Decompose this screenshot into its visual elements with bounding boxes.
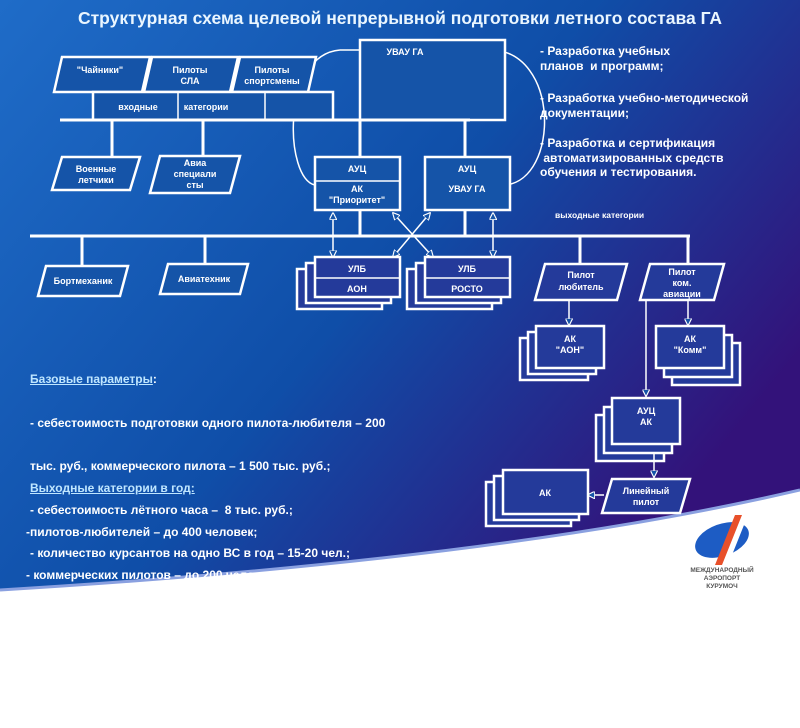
svg-text:Линейный: Линейный <box>623 486 669 496</box>
bullet-methodology: - Разработка учебно-методической докумен… <box>540 91 749 120</box>
svg-text:летчики: летчики <box>78 175 114 185</box>
svg-text:Бортмеханик: Бортмеханик <box>54 276 113 286</box>
label-line: Пилоты <box>255 65 290 75</box>
svg-text:АЭРОПОРТ: АЭРОПОРТ <box>704 575 740 582</box>
output-line: - бортмехаников – до 50 человек; <box>26 655 226 669</box>
svg-text:специали: специали <box>174 169 217 179</box>
base-param-line: - себестоимость подготовки одного пилота… <box>30 415 386 430</box>
svg-text:АУЦ: АУЦ <box>348 164 367 174</box>
output-line: - линейных пилотов – до 100 человек; <box>26 611 254 626</box>
colon: : <box>152 372 157 386</box>
svg-text:"Приоритет": "Приоритет" <box>329 195 385 205</box>
label-line: спортсмены <box>244 76 300 86</box>
svg-text:авиации: авиации <box>663 289 701 299</box>
svg-text:АК: АК <box>640 417 652 427</box>
output-categories-label: выходные категории <box>555 210 644 220</box>
svg-text:АК: АК <box>351 184 363 194</box>
svg-text:АУЦ: АУЦ <box>458 164 477 174</box>
background-curve <box>0 488 800 592</box>
slide-title: Структурная схема целевой непрерывной по… <box>78 8 722 28</box>
label-line: СЛА <box>180 76 200 86</box>
amateur-pilot: Пилот любитель <box>533 262 629 302</box>
output-line: - коммерческих пилотов – до 200 человек; <box>26 568 279 582</box>
svg-text:"АОН": "АОН" <box>556 345 584 355</box>
slide: Структурная схема целевой непрерывной по… <box>0 0 800 592</box>
exchange-arrows <box>333 213 493 257</box>
bullet-certification: - Разработка и сертификация автоматизиро… <box>540 136 724 179</box>
svg-text:АОН: АОН <box>347 284 367 294</box>
svg-text:Военные: Военные <box>76 164 117 174</box>
ulb-rosto: УЛБ РОСТО <box>405 255 512 311</box>
svg-text:КУРУМОЧ: КУРУМОЧ <box>706 583 738 590</box>
svg-text:АК: АК <box>539 488 551 498</box>
avia-specialists: Авиа специали сты <box>148 154 242 195</box>
airport-logo: МЕЖДУНАРОДНЫЙ АЭРОПОРТ КУРУМОЧ <box>690 515 754 590</box>
output-line: -пилотов-любителей – до 400 человек; <box>26 524 258 539</box>
label-line: Пилоты <box>173 65 208 75</box>
svg-text:пилот: пилот <box>633 497 660 507</box>
svg-text:Пилот: Пилот <box>668 267 696 277</box>
svg-text:Авиатехник: Авиатехник <box>178 274 231 284</box>
input-label-left: входные <box>118 102 158 112</box>
svg-text:любитель: любитель <box>558 282 604 292</box>
base-param-line: - себестоимость лётного часа – 8 тыс. ру… <box>30 502 293 517</box>
avia-technician: Авиатехник <box>158 262 250 296</box>
svg-text:МЕЖДУНАРОДНЫЙ: МЕЖДУНАРОДНЫЙ <box>690 565 754 574</box>
svg-text:Авиа: Авиа <box>184 158 208 168</box>
svg-text:Пилот: Пилот <box>567 270 595 280</box>
svg-text:"Чайники": "Чайники" <box>77 65 123 75</box>
svg-text:ком.: ком. <box>673 278 692 288</box>
svg-text:УЛБ: УЛБ <box>458 264 477 274</box>
ak-comm: АК "Комм" <box>654 324 742 387</box>
svg-text:АУЦ: АУЦ <box>637 406 656 416</box>
base-param-line: тыс. руб., коммерческого пилота – 1 500 … <box>30 459 331 473</box>
bullet-curricula: - Разработка учебных планов и программ; <box>540 44 671 73</box>
diagram: Структурная схема целевой непрерывной по… <box>0 0 800 592</box>
auc-uvau: АУЦ УВАУ ГА <box>423 155 512 212</box>
base-params: Базовые параметры: - себестоимость подго… <box>30 343 385 619</box>
svg-text:АК: АК <box>564 334 576 344</box>
auc-priority: АУЦ АК "Приоритет" <box>313 155 402 212</box>
svg-text:сты: сты <box>186 180 203 190</box>
input-label-right: категории <box>184 102 229 112</box>
ulb-aon: УЛБ АОН <box>295 255 402 311</box>
base-params-heading: Базовые параметры <box>30 372 153 386</box>
commercial-pilot: Пилот ком. авиации <box>638 262 726 302</box>
flight-engineer: Бортмеханик <box>36 264 130 298</box>
svg-text:УВАУ ГА: УВАУ ГА <box>449 184 486 194</box>
base-param-line: - количество курсантов на одно ВС в год … <box>30 546 350 560</box>
line-pilot: Линейный пилот <box>600 477 692 515</box>
military-pilots: Военные летчики <box>50 155 142 192</box>
output-line: - авиатехников – до 100 человек. <box>26 698 223 713</box>
svg-text:РОСТО: РОСТО <box>451 284 482 294</box>
svg-text:АК: АК <box>684 334 696 344</box>
svg-text:"Комм": "Комм" <box>674 345 707 355</box>
svg-text:УЛБ: УЛБ <box>348 264 367 274</box>
output-per-year-heading: Выходные категории в год: <box>30 481 195 495</box>
uvau-label: УВАУ ГА <box>387 47 424 57</box>
ak-aon: АК "АОН" <box>518 324 606 382</box>
output-per-year: Выходные категории в год: -пилотов-любит… <box>26 452 278 728</box>
uvau-box <box>358 38 507 122</box>
ak-box: АК <box>484 468 590 528</box>
auc-ak: АУЦ АК <box>594 396 682 463</box>
